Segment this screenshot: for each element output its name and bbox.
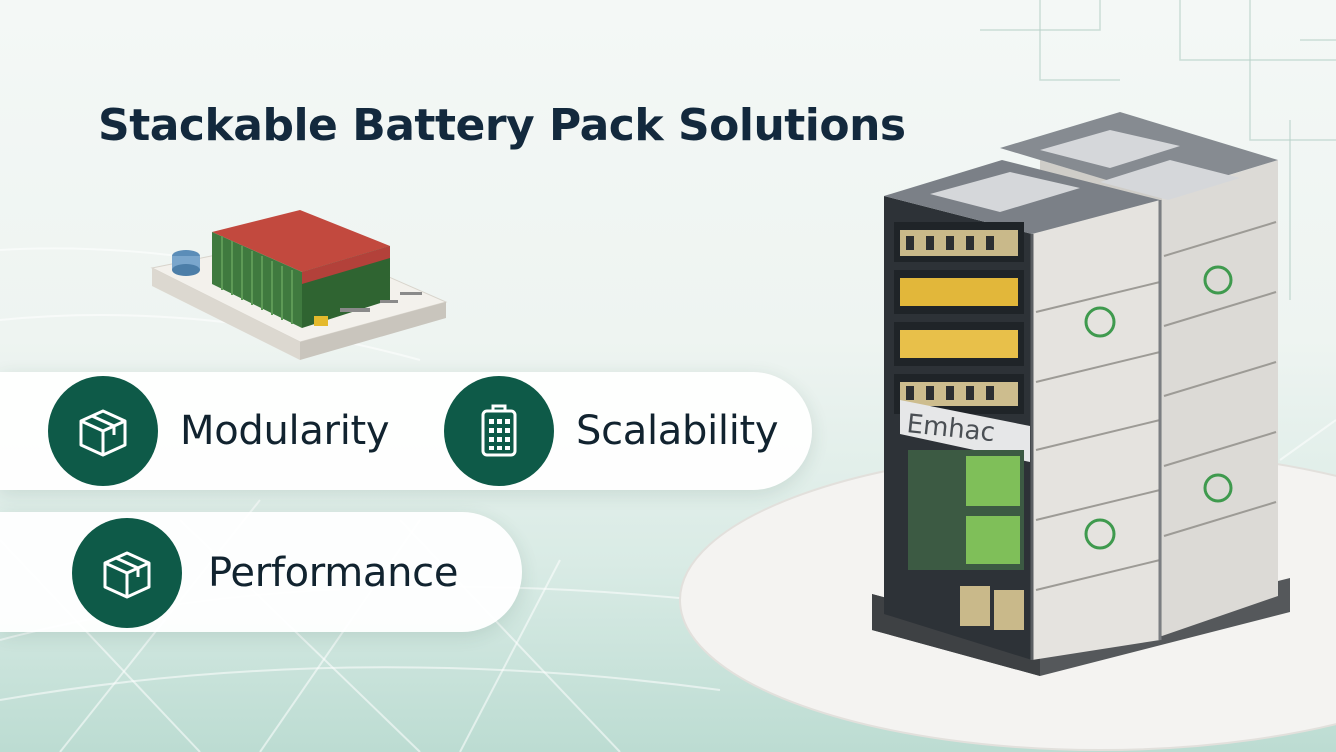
page-title: Stackable Battery Pack Solutions	[98, 100, 906, 151]
feature-performance: Performance	[72, 518, 458, 628]
battery-grid-icon	[444, 376, 554, 486]
feature-scalability: Scalability	[444, 376, 779, 486]
feature-label-modularity: Modularity	[180, 408, 390, 454]
feature-label-performance: Performance	[208, 550, 459, 596]
feature-label-scalability: Scalability	[576, 408, 779, 454]
box-icon	[48, 376, 158, 486]
box-icon	[72, 518, 182, 628]
feature-modularity: Modularity	[48, 376, 390, 486]
